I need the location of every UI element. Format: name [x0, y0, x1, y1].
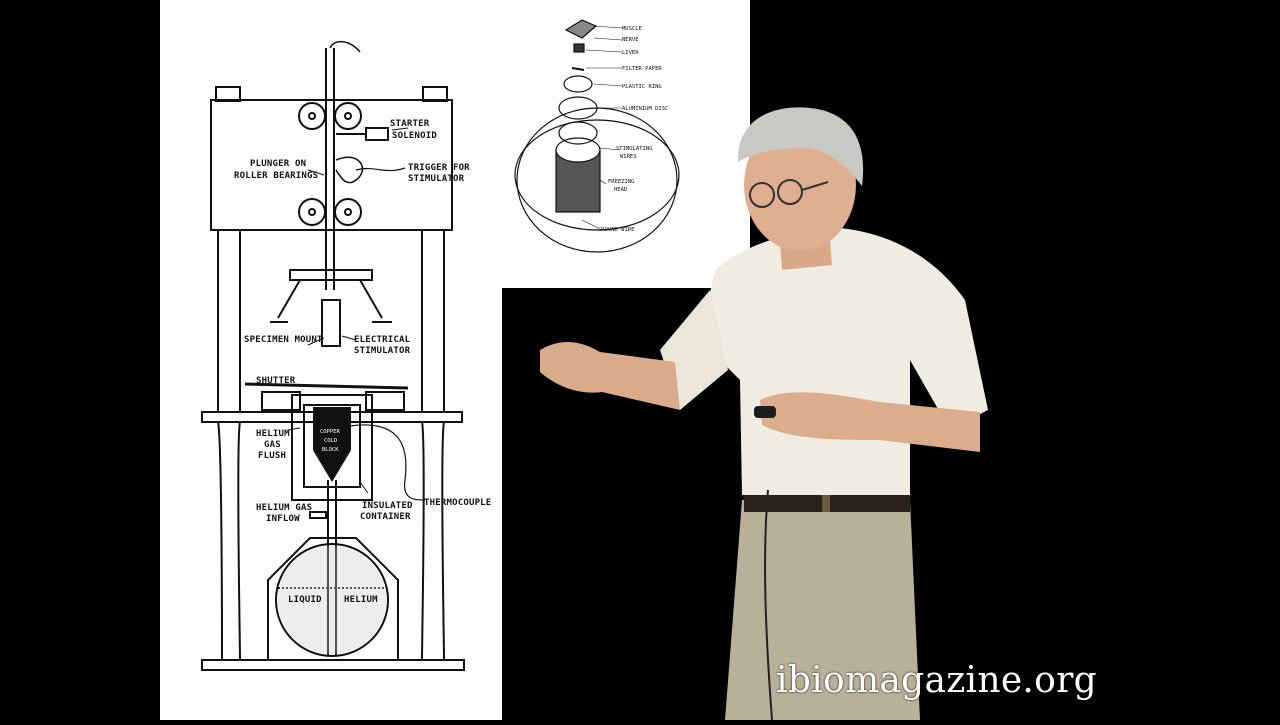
label-muscle: MUSCLE [622, 26, 642, 32]
label-copper-3: BLOCK [322, 447, 339, 453]
label-trigger-1: TRIGGER FOR [408, 163, 470, 173]
label-liver: LIVER [622, 50, 639, 56]
label-helium-flush-3: FLUSH [258, 451, 286, 461]
label-liquid: LIQUID [288, 595, 322, 605]
label-insulated-2: CONTAINER [360, 512, 411, 522]
label-thermocouple: THERMOCOUPLE [424, 498, 491, 508]
label-electrical-2: STIMULATOR [354, 346, 411, 356]
label-insulated-1: INSULATED [362, 501, 413, 511]
label-starter: STARTER [390, 119, 430, 129]
label-helium-inflow-1: HELIUM GAS [256, 503, 312, 513]
label-plunger-2: ROLLER BEARINGS [234, 171, 318, 181]
label-shutter: SHUTTER [256, 376, 296, 386]
label-plastic-ring: PLASTIC RING [622, 84, 662, 90]
label-freezing-1: FREEZING [608, 179, 635, 185]
specimen-stack-drawing: MUSCLE NERVE LIVER FILTER PAPER PLASTIC … [514, 19, 680, 253]
label-freezing-2: HEAD [614, 187, 627, 193]
specimen-stack-diagram: MUSCLE NERVE LIVER FILTER PAPER PLASTIC … [502, 0, 750, 288]
label-copper-2: COLD [324, 438, 337, 444]
label-plunger-1: PLUNGER ON [250, 159, 306, 169]
presenter [540, 107, 988, 720]
label-trigger-2: STIMULATOR [408, 174, 465, 184]
label-helium-flush-2: GAS [264, 440, 281, 450]
label-helium-flush-1: HELIUM [256, 429, 290, 439]
label-filter-paper: FILTER PAPER [622, 66, 662, 72]
label-stimulating-2: WIRES [620, 154, 637, 160]
label-stimulating-1: STIMULATING [616, 146, 652, 152]
label-specimen-mount: SPECIMEN MOUNT [244, 335, 323, 345]
label-ground-wire: GROUND WIRE [598, 227, 634, 233]
label-helium: HELIUM [344, 595, 378, 605]
label-helium-inflow-2: INFLOW [266, 514, 300, 524]
watermark-text: ibiomagazine.org [776, 660, 1097, 701]
label-aluminium-disc: ALUMINIUM DISC [622, 106, 668, 112]
apparatus-diagram: STARTER SOLENOID PLUNGER ON ROLLER BEARI… [160, 0, 502, 720]
label-electrical-1: ELECTRICAL [354, 335, 411, 345]
label-copper-1: COPPER [320, 429, 341, 435]
label-nerve: NERVE [622, 37, 639, 43]
label-solenoid: SOLENOID [392, 131, 437, 141]
apparatus-drawing: STARTER SOLENOID PLUNGER ON ROLLER BEARI… [201, 40, 491, 671]
